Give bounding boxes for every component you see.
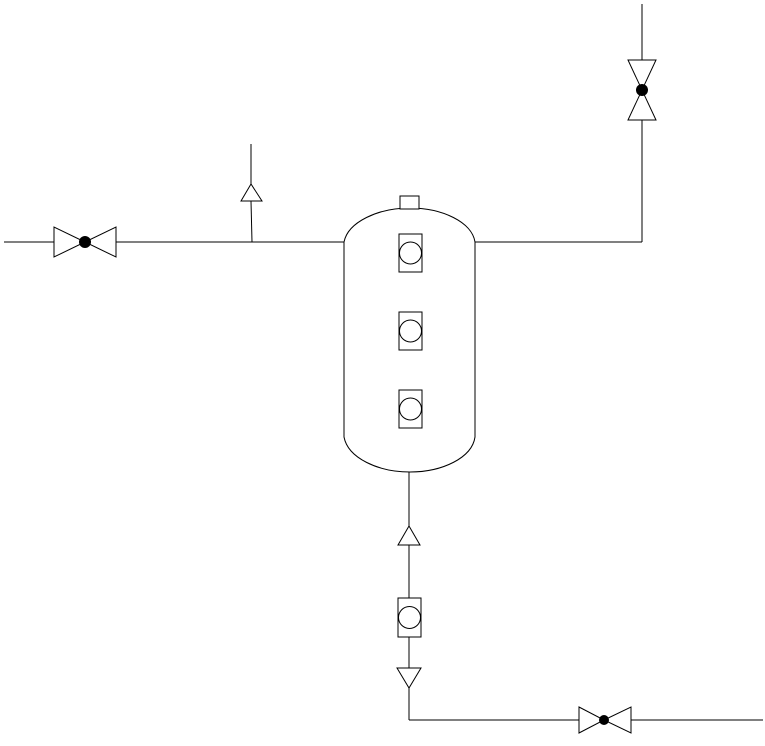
sight-glass-2 [398,311,423,351]
drain-sight-glass [397,597,422,638]
sight-glass-3 [398,389,423,429]
flow-arrow-icon [396,667,422,689]
drain-check-up [397,525,421,546]
gate-valve-icon [627,59,657,121]
nozzle-icon [399,195,420,210]
drain-pipe [408,472,763,721]
outlet-pipe [475,4,643,243]
sight-glass-icon [398,311,423,351]
vessel-top-nozzle [399,195,420,210]
inlet-valve[interactable] [53,226,117,258]
vent-check [240,183,263,202]
flow-arrow-icon [240,183,263,202]
drain-valve[interactable] [578,706,632,734]
sight-glass-icon [398,233,423,273]
sight-glass-icon [398,389,423,429]
gate-valve-icon [53,226,117,258]
sight-glass-icon [397,597,422,638]
sight-glass-1 [398,233,423,273]
drain-check-down [396,667,422,689]
gate-valve-icon [578,706,632,734]
outlet-valve[interactable] [627,59,657,121]
vent-branch [250,144,253,243]
flow-arrow-icon [397,525,421,546]
